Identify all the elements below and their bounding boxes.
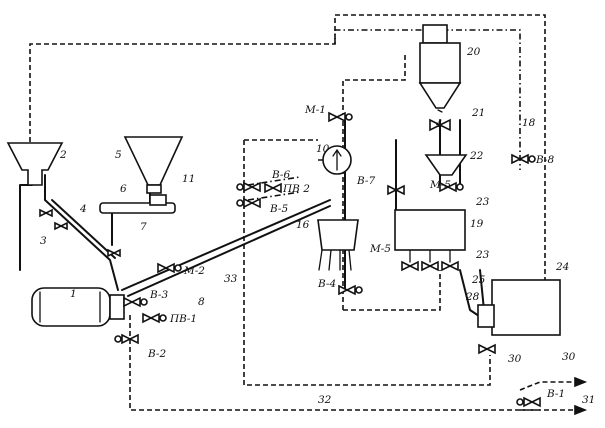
label-m5a: M-5 [429,179,451,191]
valve-outlet-2 [421,260,439,272]
feeder-6-drive [149,194,167,206]
label-1: 1 [70,288,77,300]
label-b5: B-5 [269,203,288,215]
label-b3: B-3 [149,289,168,301]
label-m2: M-2 [183,265,205,277]
valve-outlet-1 [401,260,419,272]
valve-7 [107,248,121,258]
label-8: 8 [198,296,205,308]
label-b8: B-8 [535,154,554,166]
cyclone-20 [418,24,462,109]
label-b2: B-2 [147,348,166,360]
drum-24 [477,279,561,336]
label-b4: B-4 [317,278,336,290]
label-31: 31 [582,394,595,406]
label-pb1: ПВ-1 [169,313,197,325]
valve-3b [54,221,68,231]
valve-b7 [387,184,405,196]
equipment [6,24,561,336]
valves [39,109,588,416]
label-30b: 30 [562,351,576,363]
label-24: 24 [555,261,569,273]
valve-m1 [328,111,353,123]
label-32: 32 [318,394,332,406]
ball-mill-1 [31,287,125,327]
label-19: 19 [470,218,484,230]
label-22: 22 [469,150,484,162]
valve-m2 [157,262,182,274]
label-m1: M-1 [304,104,326,116]
label-m5b: M-5 [369,243,391,255]
valve-b5 [236,197,261,209]
label-bb1: B-1 [546,388,565,400]
valve-b4 [338,284,363,296]
valve-pb2 [264,182,282,194]
label-33: 33 [224,273,238,285]
valve-m5-upper [439,181,464,193]
vessel-19 [394,209,466,251]
valve-21 [429,109,451,132]
label-30: 30 [508,353,522,365]
label-20: 20 [466,46,481,58]
cone-22 [424,154,468,176]
labels: 1 2 3 4 4 5 6 7 8 10 11 16 18 19 20 21 2… [40,46,595,406]
label-4b: 4 [435,118,443,130]
valve-b6 [236,181,261,193]
arrow-right-31 [574,404,588,416]
label-23a: 23 [475,196,490,208]
label-16: 16 [296,219,310,231]
valve-pb1 [142,312,167,324]
valve-bb1 [516,396,541,408]
label-21: 21 [471,107,485,119]
label-pb2: ПВ 2 [282,183,310,195]
label-25: 25 [471,274,486,286]
label-28: 28 [465,291,480,303]
hopper-5 [123,136,184,186]
hopper-5-outlet [146,184,162,194]
label-4a: 4 [79,203,87,215]
label-23b: 23 [475,249,490,261]
label-3: 3 [40,235,47,247]
hopper-2 [6,142,64,186]
label-2: 2 [59,149,67,161]
valve-outlet-3 [441,260,459,272]
pump-16 [317,219,359,271]
label-5: 5 [115,149,122,161]
label-b7: B-7 [356,175,375,187]
valve-b8 [511,153,536,165]
arrow-right-30 [574,376,588,388]
label-10: 10 [316,143,330,155]
label-18: 18 [522,117,536,129]
valve-3a [39,208,53,218]
label-b6: B-6 [271,169,290,181]
valve-b2 [114,333,139,345]
label-6: 6 [120,183,127,195]
valve-28 [478,343,496,355]
label-11: 11 [182,173,195,185]
label-7: 7 [140,221,147,233]
valve-b3 [123,296,148,308]
